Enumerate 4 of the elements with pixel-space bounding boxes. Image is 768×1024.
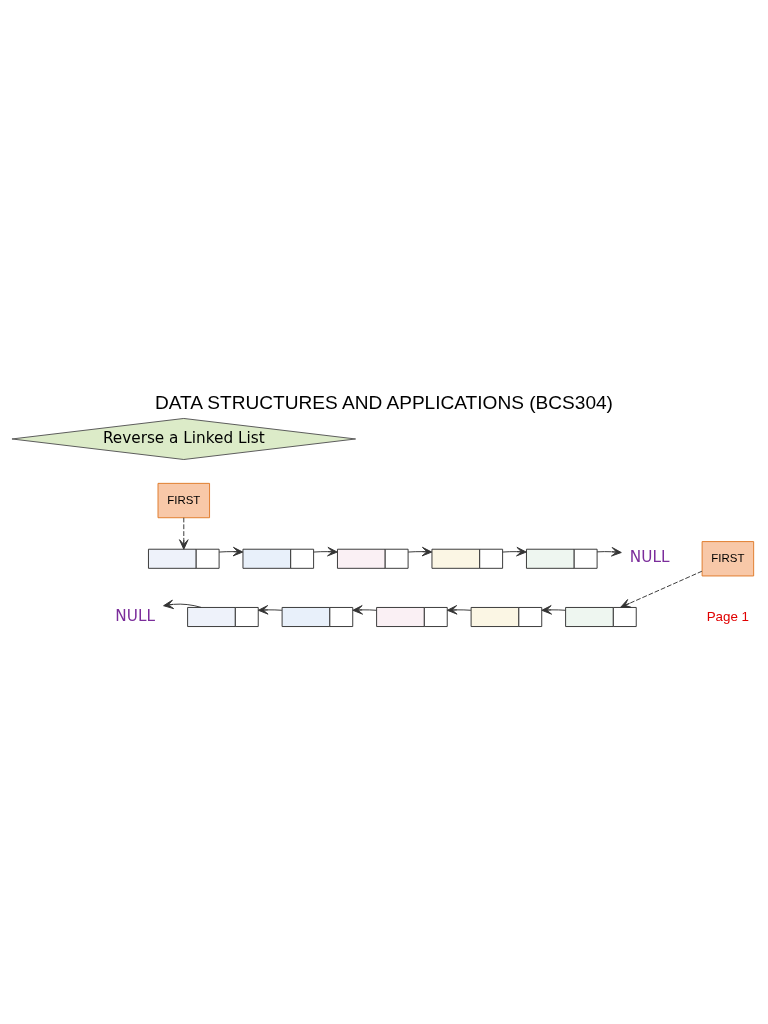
node-text: NULL [115, 606, 155, 625]
diagram-title: DATA STRUCTURES AND APPLICATIONS (BCS304) [155, 391, 613, 413]
node-text: NULL [629, 548, 670, 567]
label: Page 1 [706, 608, 750, 624]
